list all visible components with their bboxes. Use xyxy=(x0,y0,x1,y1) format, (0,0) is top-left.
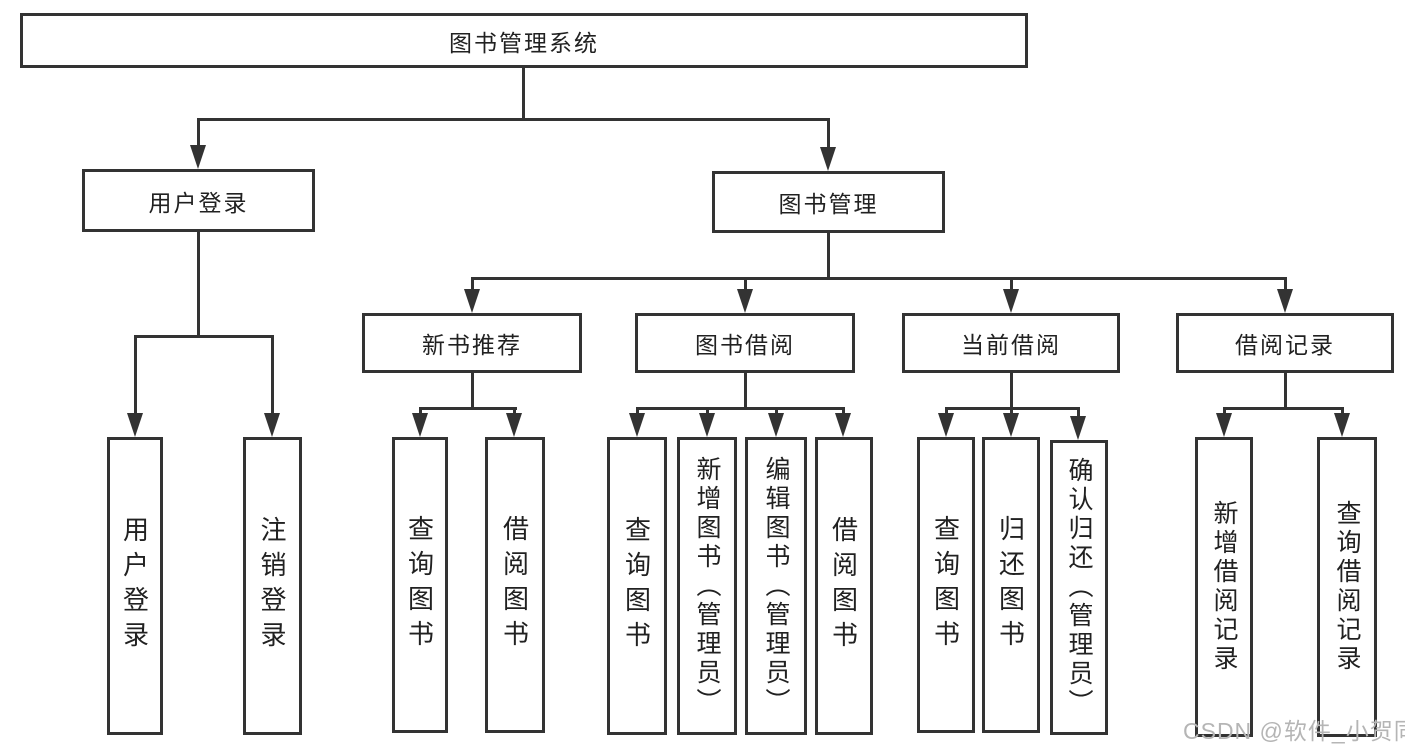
connector-arrow-user-login-shaft xyxy=(197,118,200,145)
arrow-down-icon xyxy=(820,147,836,171)
leaf-user-login: 用户登录 xyxy=(107,437,163,735)
arrow-down-icon xyxy=(506,413,522,437)
connector-arrow-book-mgmt-shaft xyxy=(827,118,830,147)
arrow-down-icon xyxy=(412,413,428,437)
arrow-down-icon xyxy=(1216,413,1232,437)
leaf-edit-books-admin: 编辑图书（管理员） xyxy=(745,437,807,735)
connector-arrow-shaft xyxy=(1077,407,1080,417)
connector-arrow-current-borrow-shaft xyxy=(1010,277,1013,289)
leaf-query-books-borrow: 查询图书 xyxy=(607,437,667,735)
connector-book-borrow-stem xyxy=(744,373,747,407)
connector-borrow-records-hline xyxy=(1223,407,1344,410)
arrow-down-icon xyxy=(127,413,143,437)
connector-arrow-shaft xyxy=(1010,407,1013,415)
arrow-down-icon xyxy=(264,413,280,437)
leaf-borrow-books: 借阅图书 xyxy=(815,437,873,735)
leaf-query-books-recommend: 查询图书 xyxy=(392,437,448,733)
connector-book-mgmt-stem xyxy=(827,233,830,277)
connector-arrow-book-borrow-shaft xyxy=(744,277,747,289)
connector-arrow-shaft xyxy=(1223,407,1226,415)
leaf-query-books-current: 查询图书 xyxy=(917,437,975,733)
connector-arrow-shaft xyxy=(1341,407,1344,415)
connector-arrow-new-book-shaft xyxy=(471,277,474,289)
connector-arrow-shaft xyxy=(945,407,948,415)
connector-current-borrow-stem xyxy=(1010,373,1013,407)
connector-new-book-stem xyxy=(471,373,474,407)
arrow-down-icon xyxy=(737,289,753,313)
arrow-down-icon xyxy=(629,413,645,437)
connector-arrow-login-shaft xyxy=(134,335,137,413)
connector-borrow-records-stem xyxy=(1284,373,1287,407)
node-current-borrowing: 当前借阅 xyxy=(902,313,1120,373)
leaf-add-books-admin: 新增图书（管理员） xyxy=(677,437,737,735)
leaf-add-borrow-record: 新增借阅记录 xyxy=(1195,437,1253,737)
node-user-login: 用户登录 xyxy=(82,169,315,232)
leaf-confirm-return-admin: 确认归还（管理员） xyxy=(1050,440,1108,735)
connector-arrow-shaft xyxy=(513,407,516,415)
leaf-logout: 注销登录 xyxy=(243,437,302,735)
arrow-down-icon xyxy=(190,145,206,169)
arrow-down-icon xyxy=(1277,289,1293,313)
connector-arrow-shaft xyxy=(706,407,709,415)
leaf-return-books: 归还图书 xyxy=(982,437,1040,733)
connector-arrow-borrow-records-shaft xyxy=(1284,277,1287,289)
connector-level1-hline xyxy=(197,118,830,121)
connector-arrow-shaft xyxy=(419,407,422,415)
connector-arrow-logout-shaft xyxy=(271,335,274,413)
connector-arrow-shaft xyxy=(775,407,778,415)
connector-new-book-hline xyxy=(419,407,517,410)
csdn-watermark: CSDN @软件_小贺同学 xyxy=(1183,718,1405,744)
arrow-down-icon xyxy=(699,413,715,437)
arrow-down-icon xyxy=(835,413,851,437)
arrow-down-icon xyxy=(1070,416,1086,440)
node-book-management: 图书管理 xyxy=(712,171,945,233)
arrow-down-icon xyxy=(938,413,954,437)
node-new-book-recommend: 新书推荐 xyxy=(362,313,582,373)
connector-root-stem xyxy=(522,68,525,118)
arrow-down-icon xyxy=(1003,413,1019,437)
leaf-query-borrow-record: 查询借阅记录 xyxy=(1317,437,1377,737)
connector-arrow-shaft xyxy=(842,407,845,415)
arrow-down-icon xyxy=(464,289,480,313)
connector-book-borrow-hline xyxy=(636,407,844,410)
connector-level3-hline xyxy=(471,277,1287,280)
leaf-borrow-books-recommend: 借阅图书 xyxy=(485,437,545,733)
arrow-down-icon xyxy=(1334,413,1350,437)
node-borrowing-records: 借阅记录 xyxy=(1176,313,1394,373)
arrow-down-icon xyxy=(1003,289,1019,313)
arrow-down-icon xyxy=(768,413,784,437)
connector-user-login-hline xyxy=(134,335,274,338)
node-book-borrowing: 图书借阅 xyxy=(635,313,855,373)
node-root-library-system: 图书管理系统 xyxy=(20,13,1028,68)
connector-arrow-shaft xyxy=(636,407,639,415)
connector-user-login-stem xyxy=(197,232,200,335)
